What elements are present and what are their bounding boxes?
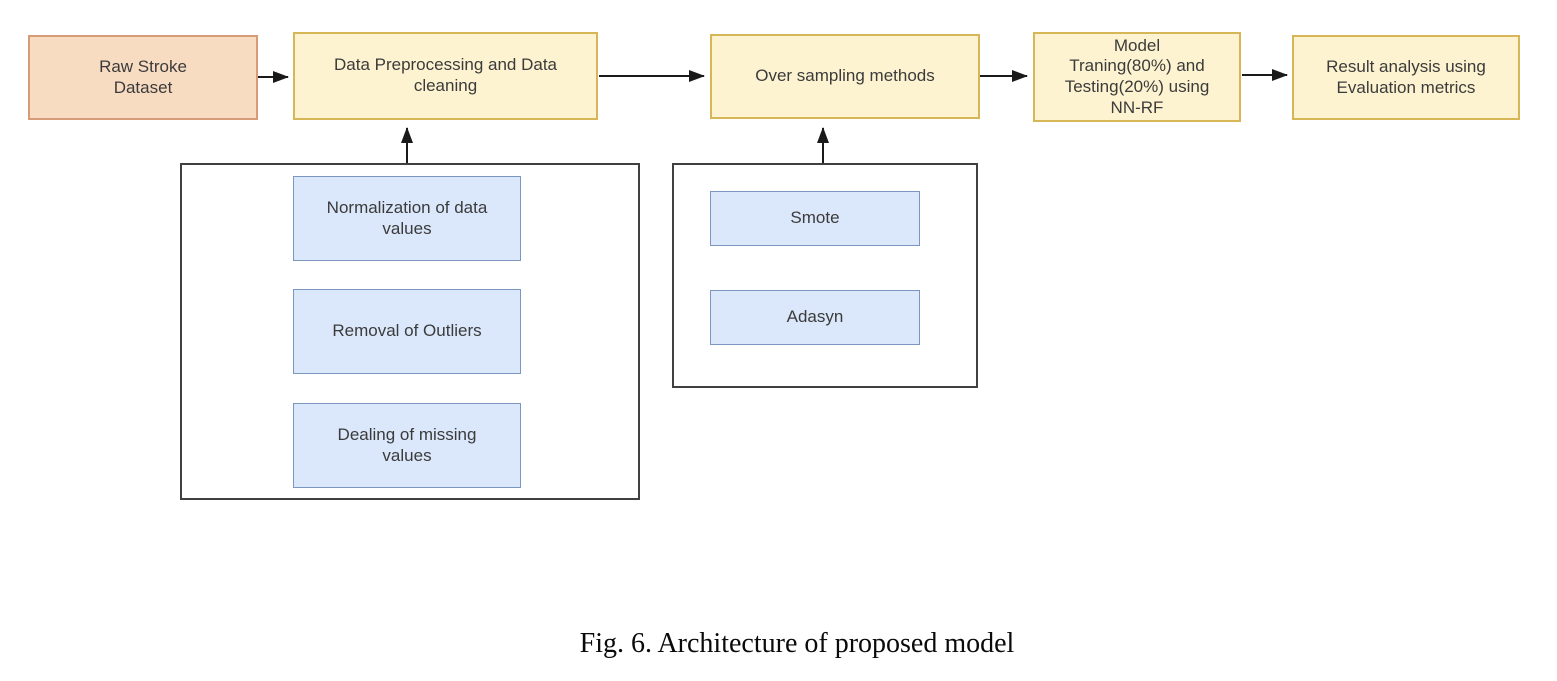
node-label: Normalization of data values	[326, 197, 488, 238]
node-over-sampling-methods: Over sampling methods	[710, 34, 980, 119]
node-label: Model Traning(80%) and Testing(20%) usin…	[1064, 35, 1210, 117]
node-label: Over sampling methods	[755, 66, 935, 86]
node-adasyn: Adasyn	[710, 290, 920, 345]
node-model-training: Model Traning(80%) and Testing(20%) usin…	[1033, 32, 1241, 122]
node-label: Removal of Outliers	[332, 321, 482, 341]
node-label: Dealing of missing values	[337, 424, 477, 465]
node-result-analysis: Result analysis using Evaluation metrics	[1292, 35, 1520, 120]
node-removal-of-outliers: Removal of Outliers	[293, 289, 521, 374]
node-dealing-missing-values: Dealing of missing values	[293, 403, 521, 488]
node-label: Smote	[790, 208, 840, 228]
node-label: Adasyn	[786, 307, 844, 327]
node-label: Data Preprocessing and Data cleaning	[333, 55, 558, 95]
node-raw-stroke-dataset: Raw Stroke Dataset	[28, 35, 258, 120]
figure-caption: Fig. 6. Architecture of proposed model	[579, 628, 1015, 659]
node-normalization: Normalization of data values	[293, 176, 521, 261]
node-label: Result analysis using Evaluation metrics	[1326, 56, 1486, 97]
node-data-preprocessing: Data Preprocessing and Data cleaning	[293, 32, 598, 120]
node-label: Raw Stroke Dataset	[99, 56, 187, 97]
node-smote: Smote	[710, 191, 920, 246]
